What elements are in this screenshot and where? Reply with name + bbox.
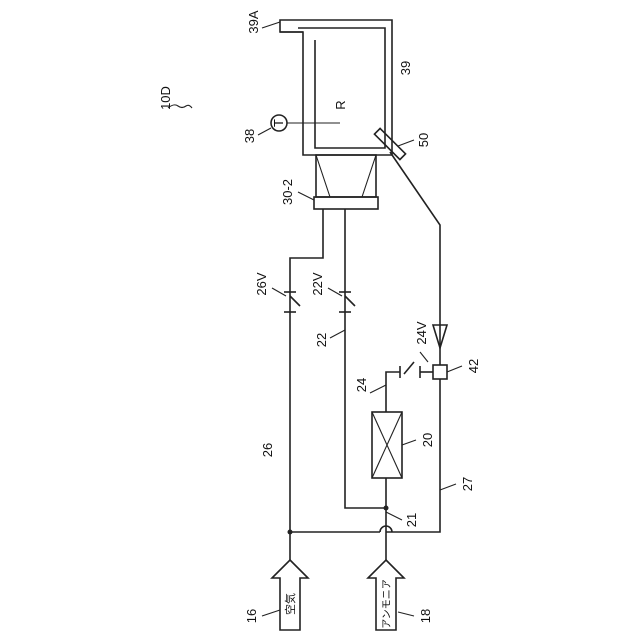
inlet-16-leader bbox=[262, 610, 280, 616]
label-26V: 26V bbox=[254, 272, 269, 295]
mixer-42-leader bbox=[447, 366, 462, 372]
junction-21 bbox=[384, 506, 389, 511]
outlet-39A-leader bbox=[262, 22, 280, 28]
label-38: 38 bbox=[242, 129, 257, 143]
reactor-vessel-inner bbox=[298, 28, 385, 148]
label-20: 20 bbox=[420, 433, 435, 447]
label-22: 22 bbox=[314, 333, 329, 347]
inlet-18-leader bbox=[398, 612, 414, 616]
unit-30-2-taper-left bbox=[316, 155, 330, 197]
label-39A: 39A bbox=[246, 10, 261, 33]
valve-26V-lever bbox=[290, 296, 300, 306]
label-16: 16 bbox=[244, 609, 259, 623]
valve-22V-lever bbox=[345, 296, 355, 306]
label-42: 42 bbox=[466, 359, 481, 373]
sensor-38-leader bbox=[258, 128, 271, 135]
air-inlet-label: 空気 bbox=[283, 593, 297, 615]
line-27-leader bbox=[440, 484, 456, 490]
valve-26V-leader bbox=[272, 288, 286, 296]
line-22-leader bbox=[330, 330, 345, 338]
unit-30-2-taper-right bbox=[362, 155, 376, 197]
line-21-leader bbox=[386, 512, 402, 520]
ammonia-inlet-label: アンモニア bbox=[382, 579, 393, 629]
line-26-air bbox=[290, 209, 323, 532]
label-26: 26 bbox=[260, 443, 275, 457]
label-T: T bbox=[271, 119, 286, 127]
line-22 bbox=[345, 209, 386, 508]
label-27: 27 bbox=[460, 477, 475, 491]
unit-30-2-base bbox=[314, 197, 378, 209]
label-24: 24 bbox=[354, 378, 369, 392]
label-30-2: 30-2 bbox=[280, 179, 295, 205]
line-24-leader bbox=[370, 385, 386, 393]
label-18: 18 bbox=[418, 609, 433, 623]
line-24 bbox=[386, 372, 400, 412]
label-22V: 22V bbox=[310, 272, 325, 295]
reformer-20-leader bbox=[402, 440, 416, 445]
valve-24V-lever bbox=[404, 362, 414, 374]
line-27 bbox=[386, 379, 440, 532]
injector-50-leader bbox=[398, 140, 414, 146]
label-39: 39 bbox=[398, 61, 413, 75]
unit-30-2-body bbox=[316, 155, 376, 197]
label-10D: 10D bbox=[158, 86, 173, 110]
mixer-42 bbox=[433, 365, 447, 379]
label-21: 21 bbox=[404, 513, 419, 527]
label-24V: 24V bbox=[414, 321, 429, 344]
label-50: 50 bbox=[416, 133, 431, 147]
valve-24V-leader bbox=[420, 352, 428, 362]
label-R: R bbox=[333, 100, 348, 109]
unit-30-2-leader bbox=[298, 192, 314, 200]
